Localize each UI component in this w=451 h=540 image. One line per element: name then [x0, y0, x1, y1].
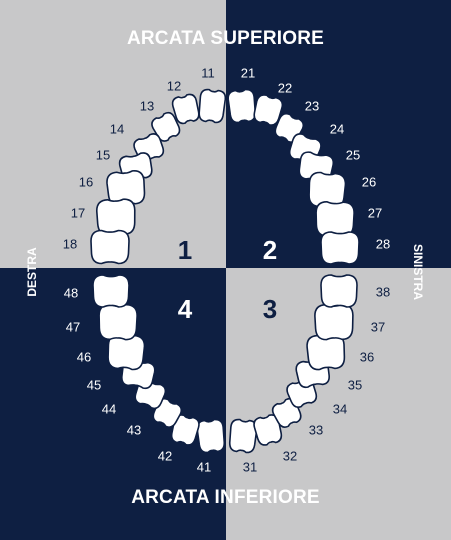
tooth-crown-shape — [253, 414, 283, 446]
tooth-42 — [170, 414, 200, 446]
quadrant-number-3: 3 — [263, 294, 277, 324]
tooth-number-26: 26 — [362, 175, 376, 190]
tooth-crown-shape — [170, 414, 200, 446]
tooth-31 — [228, 418, 258, 454]
quadrant-number-1: 1 — [178, 235, 192, 265]
tooth-47 — [98, 303, 138, 341]
tooth-number-45: 45 — [87, 378, 101, 393]
tooth-number-32: 32 — [283, 449, 297, 464]
tooth-crown-shape — [95, 198, 136, 236]
tooth-number-35: 35 — [348, 378, 362, 393]
tooth-number-36: 36 — [360, 350, 374, 365]
tooth-22 — [253, 94, 284, 126]
tooth-number-42: 42 — [158, 449, 172, 464]
tooth-37 — [314, 303, 354, 341]
tooth-number-41: 41 — [197, 460, 211, 475]
tooth-crown-shape — [171, 93, 200, 125]
tooth-number-25: 25 — [346, 148, 360, 163]
tooth-crown-shape — [227, 88, 257, 124]
tooth-number-14: 14 — [110, 122, 124, 137]
tooth-21 — [227, 88, 257, 124]
tooth-crown-shape — [90, 229, 130, 265]
tooth-number-28: 28 — [376, 237, 390, 252]
tooth-38 — [320, 274, 358, 308]
lower-arch-title: ARCATA INFERIORE — [131, 487, 320, 508]
tooth-28 — [320, 231, 360, 265]
tooth-number-43: 43 — [127, 423, 141, 438]
tooth-number-17: 17 — [71, 206, 85, 221]
tooth-crown-shape — [196, 418, 226, 454]
tooth-number-46: 46 — [77, 350, 91, 365]
quadrant-number-2: 2 — [263, 235, 277, 265]
tooth-12 — [171, 93, 200, 125]
tooth-number-44: 44 — [102, 402, 116, 417]
tooth-crown-shape — [320, 231, 360, 265]
tooth-11 — [198, 88, 227, 124]
tooth-number-37: 37 — [371, 320, 385, 335]
tooth-number-18: 18 — [63, 237, 77, 252]
tooth-41 — [196, 418, 226, 454]
tooth-number-11: 11 — [201, 66, 215, 81]
tooth-number-24: 24 — [330, 122, 344, 137]
tooth-number-22: 22 — [278, 81, 292, 96]
tooth-crown-shape — [92, 274, 130, 308]
tooth-crown-shape — [320, 274, 358, 308]
tooth-number-31: 31 — [243, 460, 257, 475]
tooth-number-23: 23 — [305, 99, 319, 114]
tooth-16 — [106, 170, 146, 206]
tooth-number-15: 15 — [96, 148, 110, 163]
tooth-number-38: 38 — [376, 285, 390, 300]
tooth-17 — [95, 198, 136, 236]
tooth-crown-shape — [198, 88, 227, 124]
tooth-crown-shape — [98, 303, 138, 341]
tooth-crown-shape — [106, 170, 146, 206]
tooth-number-12: 12 — [167, 79, 181, 94]
tooth-number-27: 27 — [368, 206, 382, 221]
tooth-number-21: 21 — [241, 66, 255, 81]
tooth-32 — [253, 414, 283, 446]
tooth-number-48: 48 — [64, 286, 78, 301]
tooth-crown-shape — [228, 418, 258, 454]
tooth-crown-shape — [253, 94, 284, 126]
tooth-number-33: 33 — [309, 423, 323, 438]
tooth-27 — [315, 201, 355, 237]
upper-arch-title: ARCATA SUPERIORE — [126, 28, 325, 49]
tooth-crown-shape — [314, 303, 354, 341]
tooth-crown-shape — [315, 201, 355, 237]
tooth-number-13: 13 — [140, 99, 154, 114]
quadrant-number-4: 4 — [178, 294, 193, 324]
tooth-48 — [92, 274, 130, 308]
tooth-18 — [90, 229, 130, 265]
tooth-number-47: 47 — [66, 320, 80, 335]
tooth-number-16: 16 — [79, 175, 93, 190]
tooth-number-34: 34 — [333, 402, 347, 417]
